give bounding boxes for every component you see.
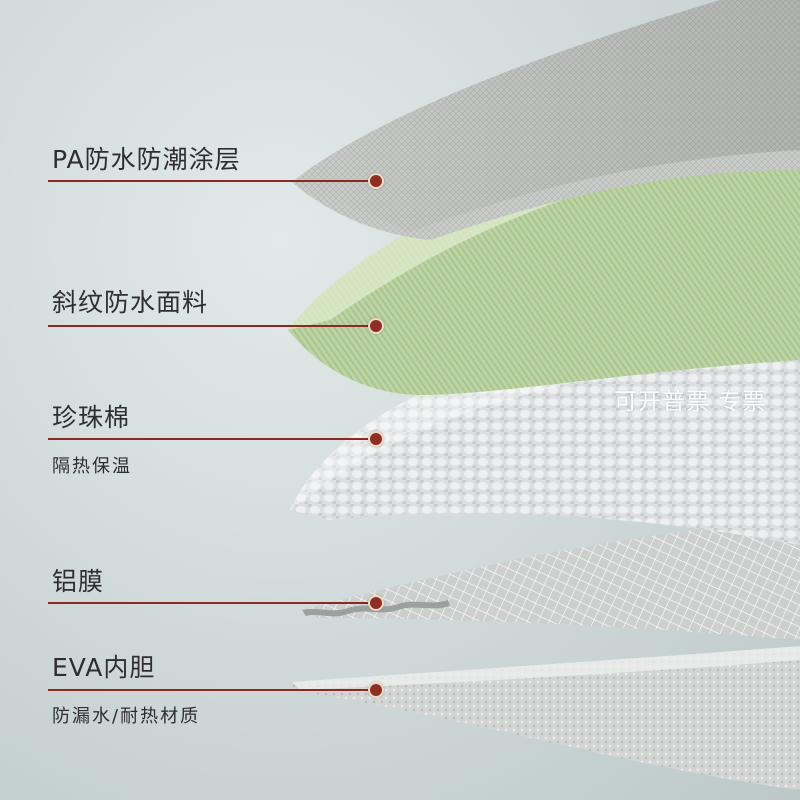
pearl-cotton-layer xyxy=(290,318,800,545)
layer-4-leader-line xyxy=(48,602,376,604)
layer-3-marker-dot xyxy=(368,431,384,447)
layer-4-marker-dot xyxy=(368,595,384,611)
aluminium-film-layer xyxy=(302,520,800,640)
layer-2-leader-line xyxy=(48,325,376,327)
layer-5-subtitle: 防漏水/耐热材质 xyxy=(52,706,201,727)
layer-5-title: EVA内胆 xyxy=(52,653,156,682)
layer-2-marker-dot xyxy=(368,318,384,334)
invoice-watermark: 可开普票 专票 xyxy=(614,389,767,415)
layer-2-title: 斜纹防水面料 xyxy=(52,288,209,317)
layer-3-leader-line xyxy=(48,438,376,440)
layer-3-subtitle: 隔热保温 xyxy=(52,456,132,477)
layer-1-title: PA防水防潮涂层 xyxy=(52,145,241,174)
twill-fabric-layer xyxy=(288,132,800,395)
layer-5-marker-dot xyxy=(368,682,384,698)
layer-1-marker-dot xyxy=(368,173,384,189)
layer-1-leader-line xyxy=(48,180,376,182)
layer-4-title: 铝膜 xyxy=(52,567,105,596)
layer-3-title: 珍珠棉 xyxy=(52,403,131,432)
layer-5-leader-line xyxy=(48,689,376,691)
